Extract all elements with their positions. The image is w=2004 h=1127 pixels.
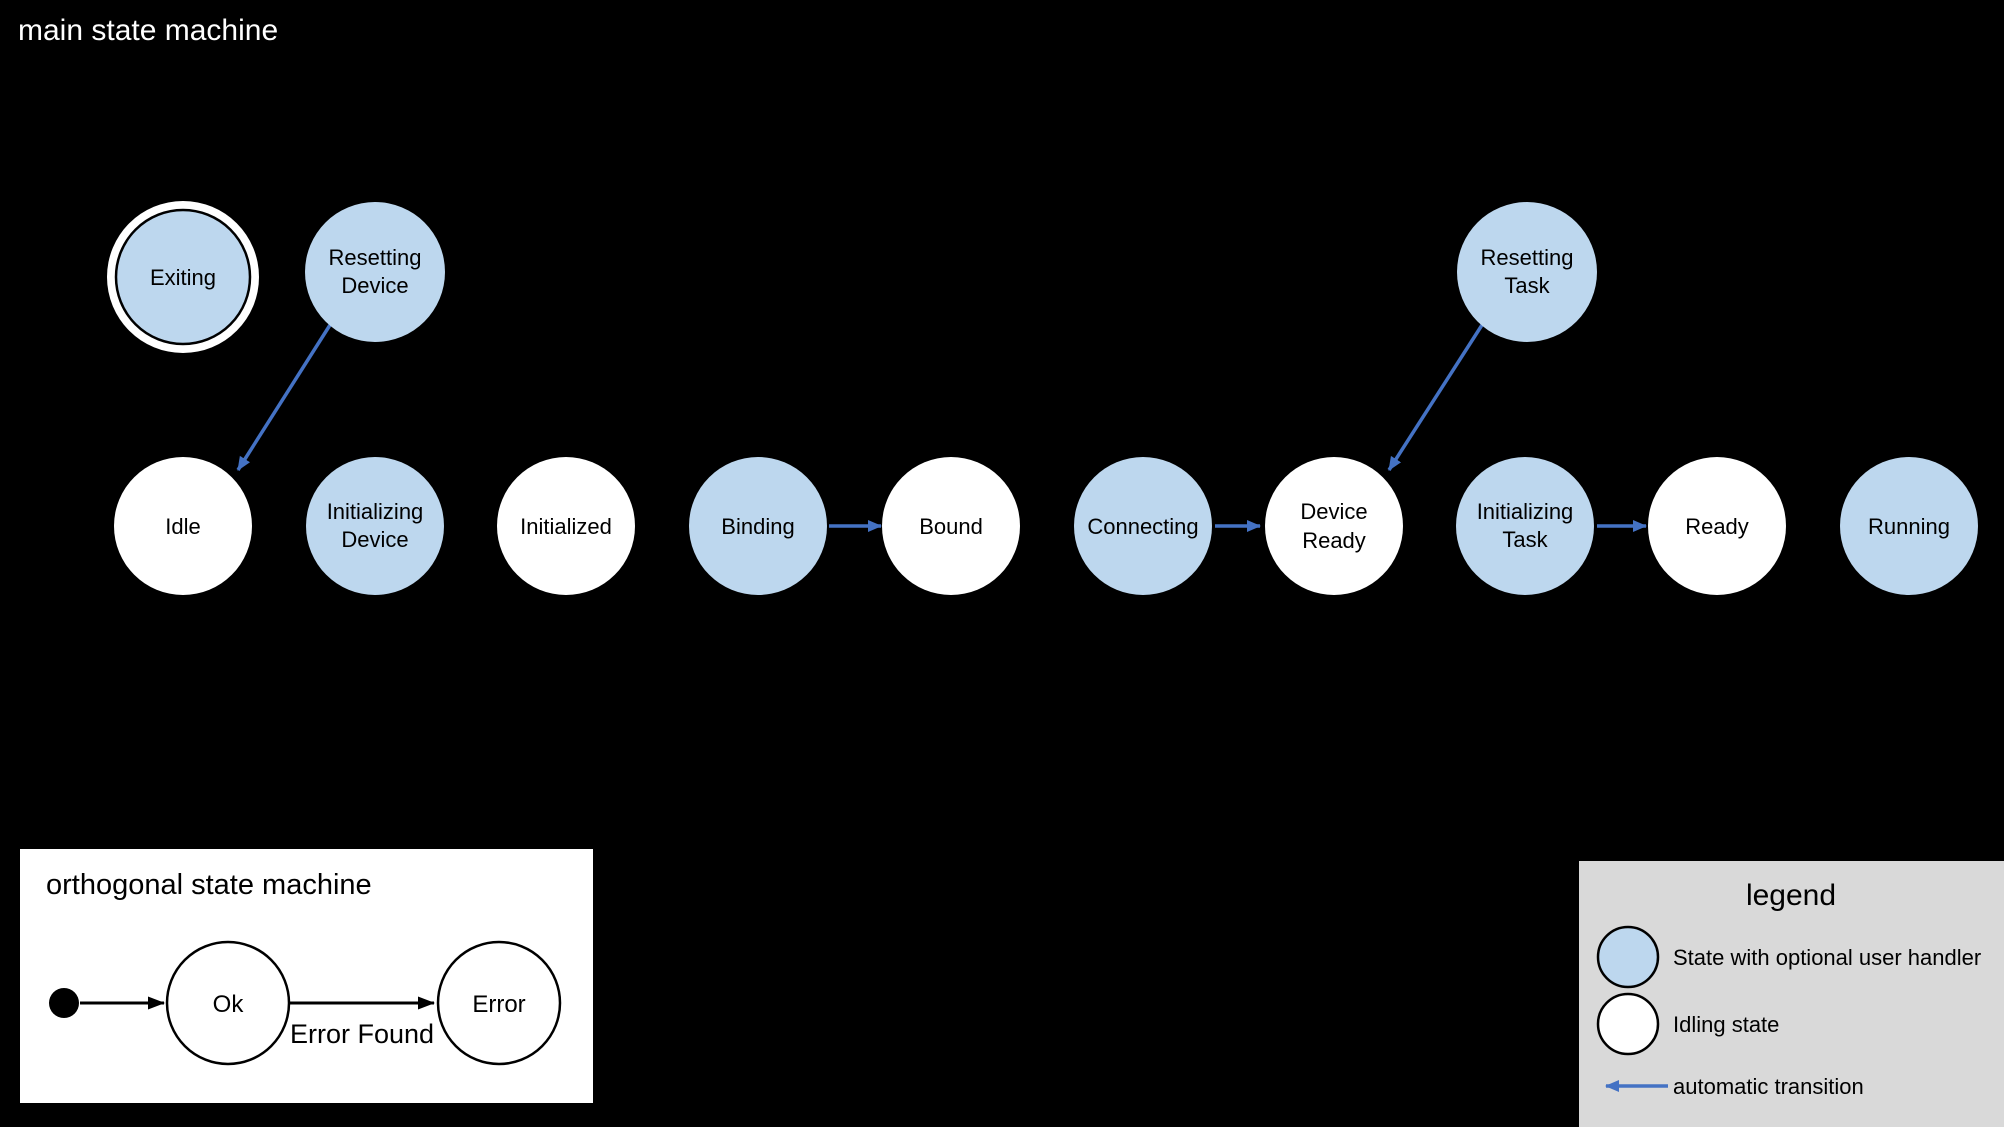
initial-state-dot — [49, 988, 79, 1018]
state-circle — [114, 457, 252, 595]
state-circle-ok — [165, 940, 291, 1066]
state-circle — [1456, 457, 1594, 595]
state-ready: Ready — [1648, 457, 1786, 595]
state-resetting-task: Resetting Task — [1457, 202, 1597, 342]
state-label-line2: Device — [341, 273, 408, 298]
state-running: Running — [1840, 457, 1978, 595]
legend-background — [1579, 861, 2004, 1127]
orthogonal-panel: orthogonal state machine Ok Error Found … — [20, 849, 593, 1103]
main-title: main state machine — [18, 14, 278, 47]
transition-resetting-task-to-device-ready — [1387, 324, 1484, 471]
main-transitions — [236, 324, 1647, 532]
state-label: Running — [1868, 514, 1950, 539]
state-label: Bound — [919, 514, 983, 539]
state-circle — [1265, 457, 1403, 595]
state-connecting: Connecting — [1074, 457, 1212, 595]
state-label: Connecting — [1087, 514, 1198, 539]
state-circle — [1457, 202, 1597, 342]
state-label-ok: Ok — [213, 991, 245, 1018]
legend-idling-state-swatch-icon — [1596, 992, 1660, 1056]
state-label: Idle — [165, 514, 200, 539]
state-circle — [306, 457, 444, 595]
state-resetting-device: Resetting Device — [305, 202, 445, 342]
state-circle — [497, 457, 635, 595]
transition-resetting-device-to-idle — [236, 324, 332, 471]
orthogonal-title: orthogonal state machine — [46, 869, 372, 901]
state-label: Binding — [721, 514, 794, 539]
transition-label-error-found: Error Found — [290, 1019, 434, 1049]
state-label: Initialized — [520, 514, 612, 539]
state-idle: Idle — [114, 457, 252, 595]
state-initializing-task: Initializing Task — [1456, 457, 1594, 595]
state-circle — [114, 208, 252, 346]
state-label: Ready — [1685, 514, 1749, 539]
state-circle-error — [436, 940, 562, 1066]
state-label-line2: Ready — [1302, 528, 1366, 553]
state-label-line2: Task — [1504, 273, 1550, 298]
state-label-line1: Initializing — [1477, 499, 1574, 524]
state-circle — [1074, 457, 1212, 595]
state-label-line1: Device — [1300, 499, 1367, 524]
legend-item-label: Idling state — [1673, 1012, 1779, 1037]
state-binding: Binding — [689, 457, 827, 595]
state-bound: Bound — [882, 457, 1020, 595]
state-circle — [1840, 457, 1978, 595]
state-circle — [305, 202, 445, 342]
state-label-line1: Initializing — [327, 499, 424, 524]
legend-item-label: automatic transition — [1673, 1074, 1864, 1099]
state-label-line1: Resetting — [1481, 245, 1574, 270]
legend-title: legend — [1746, 879, 1836, 912]
state-label-error: Error — [472, 991, 525, 1018]
state-initialized: Initialized — [497, 457, 635, 595]
legend-item-label: State with optional user handler — [1673, 945, 1981, 970]
state-initializing-device: Initializing Device — [306, 457, 444, 595]
state-circle — [1648, 457, 1786, 595]
legend: legend State with optional user handler … — [1579, 861, 2004, 1127]
state-circle — [689, 457, 827, 595]
state-label-line2: Task — [1502, 527, 1548, 552]
state-exiting: Exiting — [107, 201, 259, 353]
state-label: Exiting — [150, 265, 216, 290]
state-label-line1: Resetting — [329, 245, 422, 270]
state-device-ready: Device Ready — [1265, 457, 1403, 595]
state-circle — [882, 457, 1020, 595]
state-label-line2: Device — [341, 527, 408, 552]
legend-user-handler-swatch-icon — [1596, 925, 1660, 989]
